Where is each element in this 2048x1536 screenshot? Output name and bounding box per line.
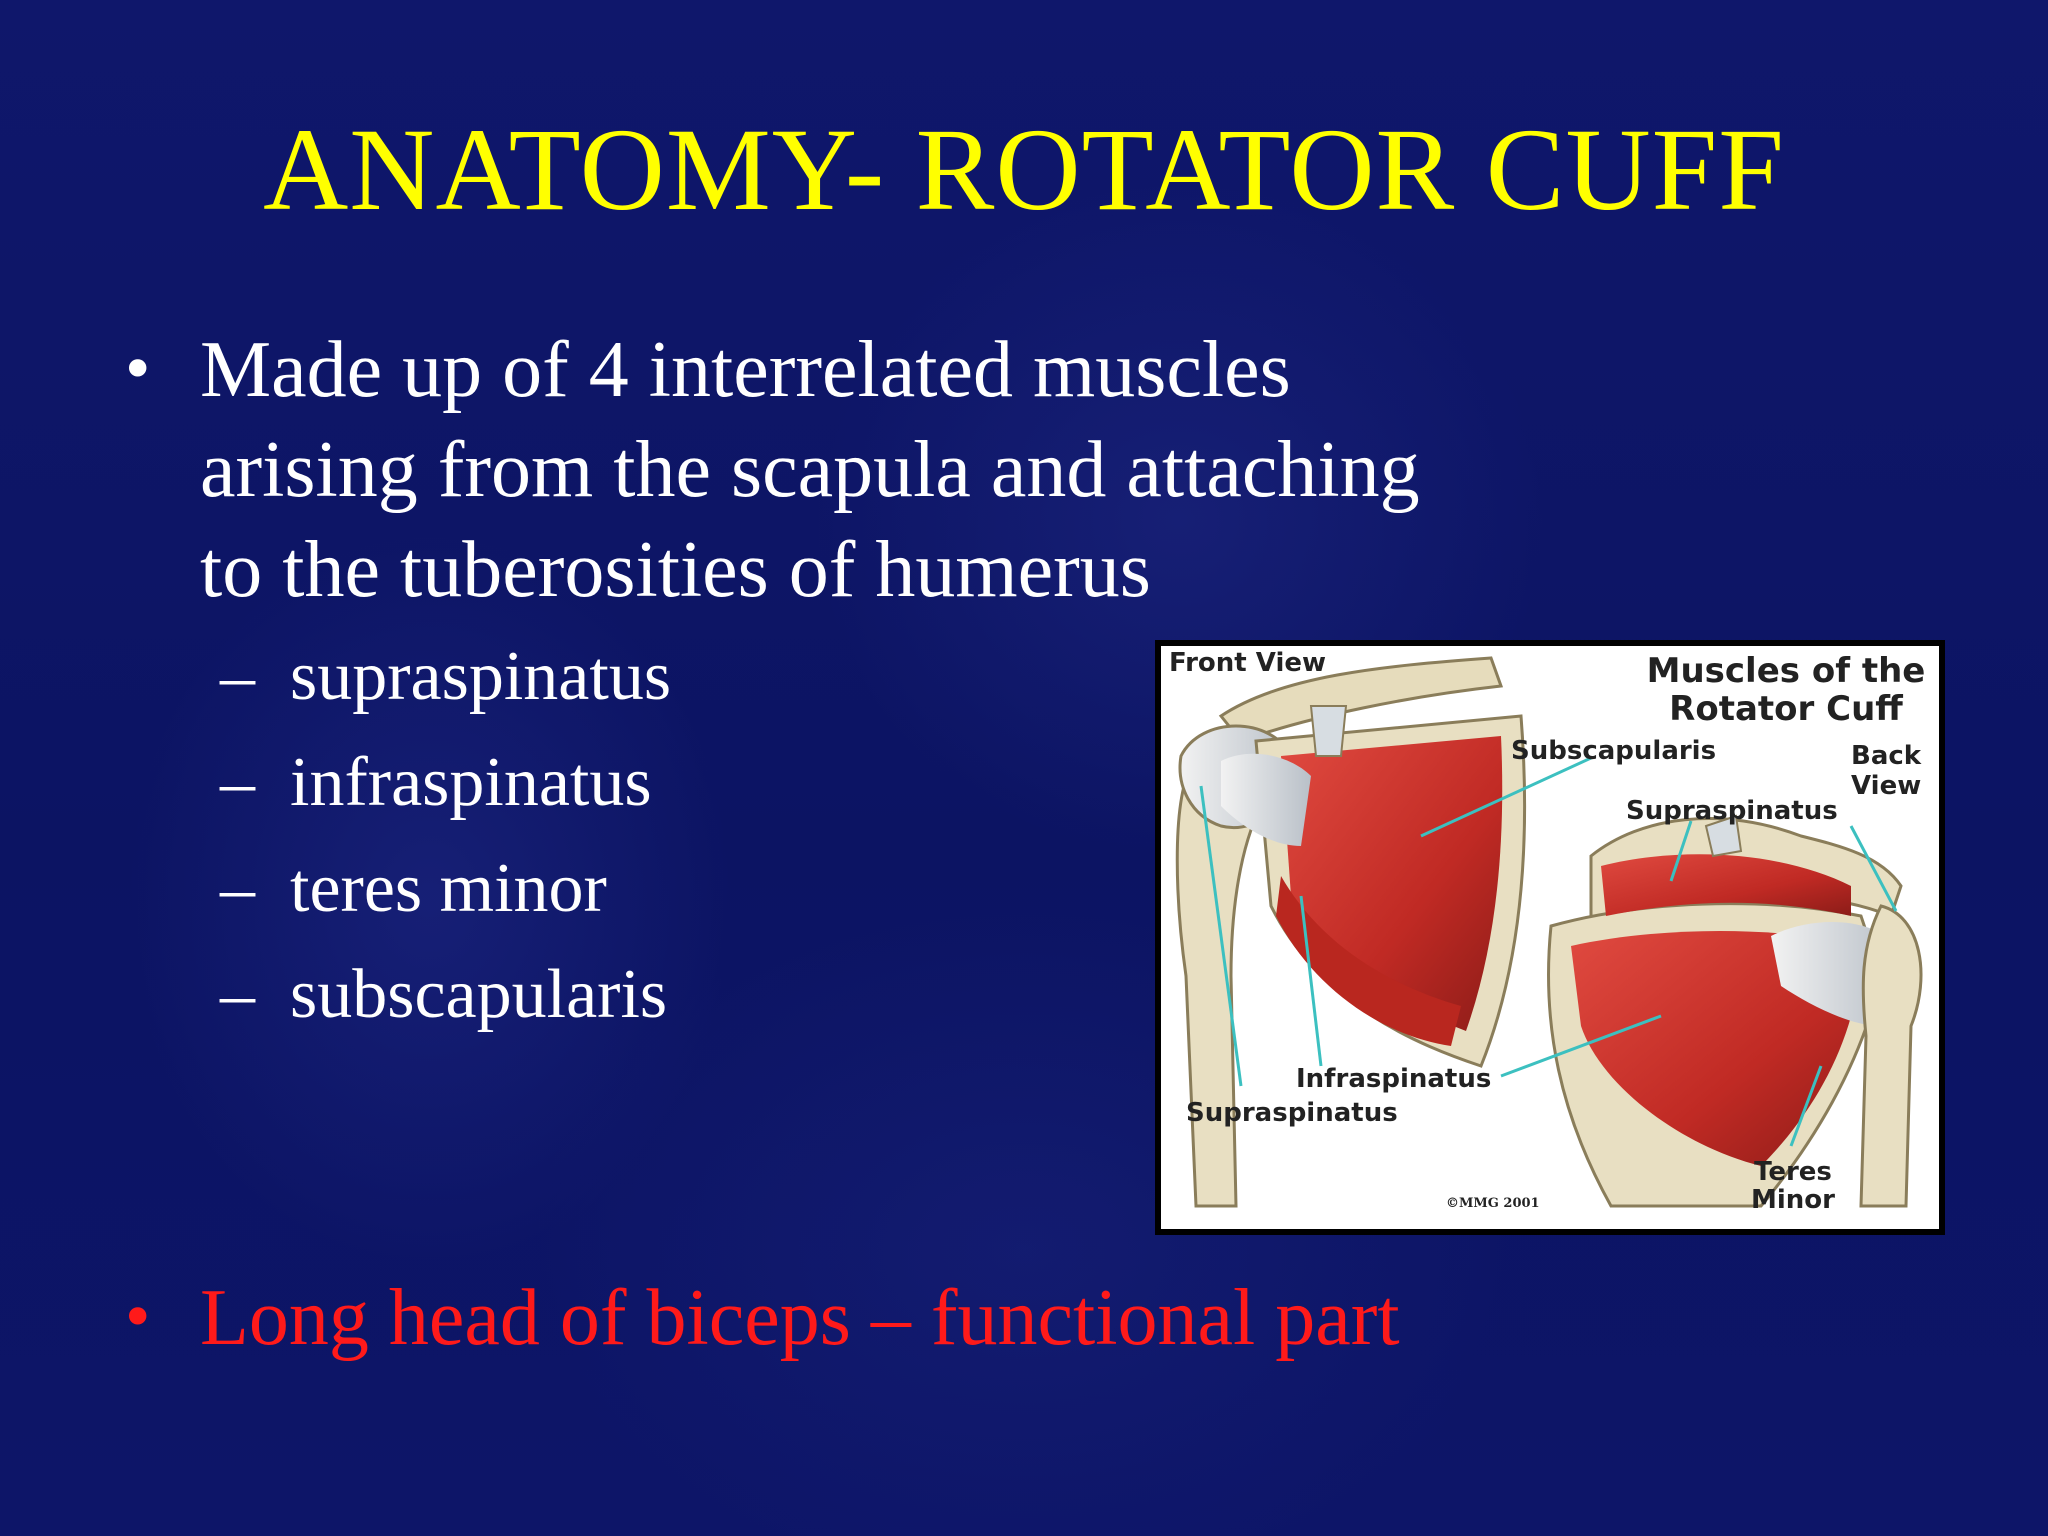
label-supraspinatus-back: Supraspinatus (1626, 796, 1838, 826)
bullet-marker: • (120, 335, 156, 405)
leader-teres-minor (1789, 1065, 1823, 1147)
label-infraspinatus: Infraspinatus (1296, 1064, 1492, 1094)
dash-marker: – (220, 850, 255, 927)
label-front-view: Front View (1169, 648, 1327, 678)
subitem-label: teres minor (290, 850, 607, 927)
figure-title-line-1: Muscles of the (1646, 651, 1926, 691)
front-clavicle (1218, 656, 1504, 743)
shoulder-illustration (1175, 656, 1923, 1208)
dash-marker: – (220, 638, 255, 715)
back-view-line-2: View (1851, 771, 1922, 801)
subitem-infraspinatus: – infraspinatus (220, 738, 920, 844)
figure-copyright: ©MMG 2001 (1446, 1196, 1540, 1211)
leader-supraspinatus-back-2 (1849, 825, 1898, 912)
bullet-marker: • (120, 1283, 156, 1353)
dash-marker: – (220, 744, 255, 821)
rotator-cuff-figure: Front View Muscles of the Rotator Cuff S… (1155, 640, 1945, 1235)
front-humerus (1175, 763, 1263, 1208)
subitem-label: supraspinatus (290, 638, 672, 715)
figure-title: Muscles of the Rotator Cuff (1626, 652, 1946, 728)
slide-title: ANATOMY- ROTATOR CUFF (263, 104, 1785, 235)
back-acromion (1704, 814, 1743, 858)
bullet-biceps-text: Long head of biceps – functional part (200, 1274, 1400, 1362)
subitem-label: infraspinatus (290, 744, 652, 821)
leader-infraspinatus-front (1299, 895, 1323, 1067)
front-tendon (1221, 753, 1311, 846)
teres-line-2: Minor (1751, 1185, 1835, 1215)
back-supraspinatus-muscle (1601, 854, 1851, 916)
front-lower-muscle (1276, 876, 1461, 1046)
label-teres-minor: Teres Minor (1751, 1158, 1835, 1214)
subitem-supraspinatus: – supraspinatus (220, 632, 920, 738)
muscle-sublist: – supraspinatus – infraspinatus – teres … (220, 632, 920, 1056)
front-coracoid (1309, 705, 1348, 757)
label-subscapularis: Subscapularis (1511, 736, 1717, 766)
bullet-muscles: • Made up of 4 interrelated muscles aris… (120, 320, 1420, 620)
back-humerus (1859, 904, 1923, 1208)
bullet-line-1: Made up of 4 interrelated muscles (200, 326, 1291, 414)
leader-supraspinatus-front (1199, 785, 1243, 1087)
teres-line-1: Teres (1754, 1157, 1832, 1187)
bullet-line-3: to the tuberosities of humerus (200, 526, 1151, 614)
bullet-line-2: arising from the scapula and attaching (200, 426, 1420, 514)
leader-subscapularis (1420, 756, 1592, 838)
leader-infraspinatus (1500, 1014, 1662, 1078)
subitem-subscapularis: – subscapularis (220, 950, 920, 1056)
subitem-label: subscapularis (290, 956, 668, 1033)
label-back-view: Back View (1851, 741, 1921, 801)
figure-title-line-2: Rotator Cuff (1669, 689, 1903, 729)
back-view-line-1: Back (1851, 741, 1922, 771)
label-supraspinatus-front: Supraspinatus (1186, 1098, 1398, 1128)
bullet-biceps: • Long head of biceps – functional part (120, 1268, 1720, 1378)
dash-marker: – (220, 956, 255, 1033)
leader-supraspinatus-back (1669, 820, 1693, 882)
subitem-teres-minor: – teres minor (220, 844, 920, 950)
